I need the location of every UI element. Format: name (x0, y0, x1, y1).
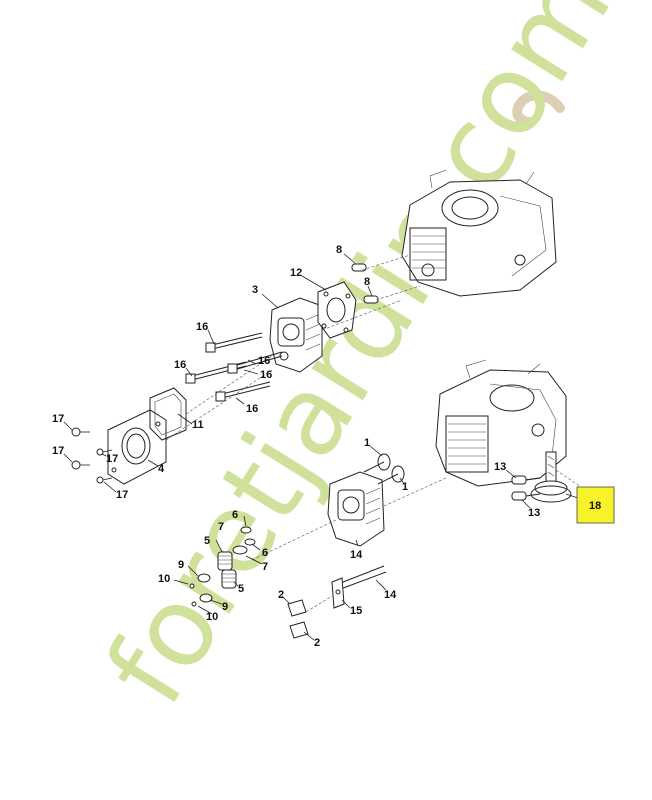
assembly-lines (165, 254, 601, 613)
highlight-part-18: 18 (576, 486, 615, 524)
callout-12: 12 (290, 267, 302, 279)
callout-16: 16 (246, 403, 258, 415)
watermark-logo-stroke (512, 90, 565, 127)
callout-1: 1 (364, 437, 370, 449)
callout-6: 6 (262, 547, 268, 559)
callout-10: 10 (158, 573, 170, 585)
callout-labels: 8 12 3 16 16 16 16 16 8 11 17 17 17 17 4… (52, 244, 540, 649)
callout-1: 1 (402, 481, 408, 493)
engine-block-upper (401, 169, 557, 297)
callout-6: 6 (232, 509, 238, 521)
valves-1 (363, 453, 405, 485)
callout-17: 17 (106, 453, 118, 465)
callout-16: 16 (260, 369, 272, 381)
head-bolts-16 (185, 332, 283, 402)
callout-17: 17 (52, 445, 64, 457)
callout-3: 3 (252, 284, 258, 296)
callout-13: 13 (494, 461, 506, 473)
callout-2: 2 (314, 637, 320, 649)
valve-springs-5 (217, 551, 237, 589)
callout-10: 10 (206, 611, 218, 623)
callout-9: 9 (222, 601, 228, 613)
camshaft (530, 451, 572, 503)
callout-4: 4 (158, 463, 165, 475)
callout-11: 11 (192, 419, 204, 431)
guide-plate-15 (331, 577, 345, 609)
cover-screws-17 (71, 427, 113, 484)
valve-keys-9-10 (189, 573, 213, 607)
callout-7: 7 (218, 521, 224, 533)
callout-14: 14 (350, 549, 363, 561)
callout-8: 8 (336, 244, 342, 256)
callout-8: 8 (364, 276, 370, 288)
highlight-label: 18 (589, 500, 601, 512)
highlight-box (576, 486, 615, 524)
spring-retainers-6-7 (232, 526, 256, 555)
callout-7: 7 (262, 561, 268, 573)
callout-17: 17 (52, 413, 64, 425)
head-gasket-upper (317, 281, 357, 339)
callout-15: 15 (350, 605, 362, 617)
cylinder-head-lower (327, 471, 385, 547)
push-rods-14 (337, 565, 387, 591)
rocker-arms-2 (287, 599, 309, 639)
callout-9: 9 (178, 559, 184, 571)
callout-13: 13 (528, 507, 540, 519)
callout-5: 5 (204, 535, 210, 547)
valve-cover-gasket-11 (149, 387, 187, 441)
callout-14: 14 (384, 589, 397, 601)
callout-16: 16 (196, 321, 208, 333)
cylinder-head-upper (269, 297, 323, 373)
callout-5: 5 (238, 583, 244, 595)
callout-17: 17 (116, 489, 128, 501)
engine-block-lower (435, 359, 567, 487)
callout-16: 16 (258, 355, 270, 367)
leader-lines (63, 253, 579, 641)
callout-16: 16 (174, 359, 186, 371)
callout-2: 2 (278, 589, 284, 601)
